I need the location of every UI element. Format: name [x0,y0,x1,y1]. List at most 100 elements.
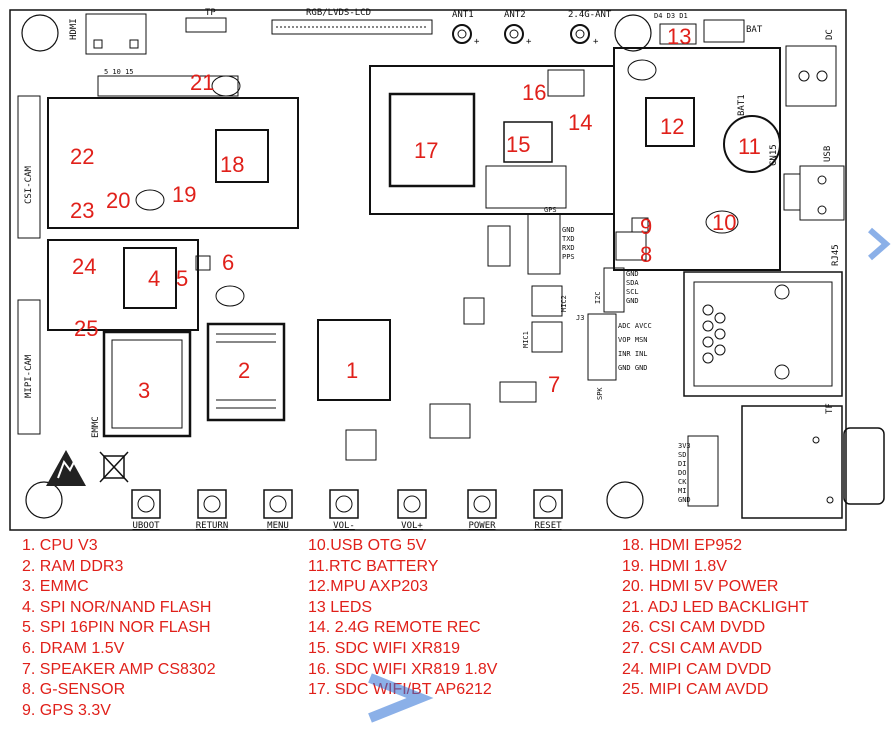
legend-item: 13 LEDS [308,598,373,616]
inductor [135,189,165,211]
legend-item: 4. SPI NOR/NAND FLASH [22,598,212,616]
svg-text:CK: CK [678,478,687,486]
button-label: POWER [468,521,496,531]
legend-item: 8. G-SENSOR [22,681,126,699]
board-button-vol-: VOL- [329,489,359,531]
inductor [211,75,241,97]
marker-21: 21 [190,70,214,95]
cpu-v3-chip [317,319,391,401]
mipi-cam-label: MIPI-CAM [24,354,34,398]
axp203-chip [645,97,695,147]
lcd-label: RGB/LVDS-LCD [306,8,371,18]
marker-9: 9 [640,214,652,239]
marker-13: 13 [667,24,691,49]
svg-text:PPS: PPS [562,253,575,261]
bat-connector [703,19,745,43]
audio-header [587,313,617,381]
tp-connector [185,17,227,33]
legend-item: 9. GPS 3.3V [22,701,111,719]
bat1-label: BAT1 [737,94,747,116]
svg-text:+: + [593,37,599,47]
legend-item: 7. SPEAKER AMP CS8302 [22,660,216,678]
inductor [627,59,657,81]
button-label: UBOOT [132,521,160,531]
esd-warning-icon [46,450,86,486]
marker-17: 17 [414,138,438,163]
hdmi-connector: HDMI [69,13,147,55]
board-button-menu: MENU [263,489,293,531]
tp-label: TP [205,8,216,18]
inductor [215,285,245,307]
svg-text:RXD: RXD [562,244,575,252]
tf-label: TF [825,403,835,414]
mounting-hole [614,14,652,52]
board-button-uboot: UBOOT [131,489,161,531]
tf-card-slot: TF [687,403,885,519]
dc-label: DC [825,29,835,40]
button-label: RESET [534,521,562,531]
legend-item: 21. ADJ LED BACKLIGHT [622,598,809,616]
marker-24: 24 [72,254,96,279]
i2c-header [603,267,625,313]
mounting-hole [21,14,59,52]
legend-item: 27. CSI CAM AVDD [622,639,763,657]
wifi-module-pads [485,165,567,209]
button-label: MENU [267,521,289,531]
svg-text:DI: DI [678,460,686,468]
marker-5: 5 [176,266,188,291]
mounting-hole [606,481,644,519]
watermark-chevron-icon [868,227,891,261]
marker-10: 10 [712,210,736,235]
rj45-connector: RJ45 [683,244,843,397]
inductor [705,210,739,234]
mipi-cam-connector [17,299,41,435]
marker-18: 18 [220,152,244,177]
legend-item: 14. 2.4G REMOTE REC [308,619,481,637]
bat-label: BAT [746,25,763,35]
svg-text:GND: GND [562,226,575,234]
button-label: VOL- [333,521,355,531]
legend-item: 15. SDC WIFI XR819 [308,639,461,657]
csi-cam-label: CSI-CAM [24,165,34,204]
marker-6: 6 [222,250,234,275]
weee-bin-icon [99,451,129,483]
svg-text:+: + [526,37,532,47]
ant24-label: 2.4G-ANT [568,10,612,20]
marker-2: 2 [238,358,250,383]
svg-text:MI: MI [678,487,686,495]
ap6212-chip [388,92,476,188]
svg-text:TXD: TXD [562,235,575,243]
button-label: RETURN [196,521,229,531]
csi-cam-connector [17,95,41,239]
i2c-label: I2C [594,291,602,304]
marker-23: 23 [70,198,94,223]
svg-text:VOP MSN: VOP MSN [618,336,648,344]
legend-item: 19. HDMI 1.8V [622,557,727,575]
pin-header [97,75,239,97]
ant2-label: ANT2 [504,10,526,20]
emmc-label: EMMC [91,416,101,438]
emmc-chip [102,330,192,438]
svg-text:GND: GND [626,270,639,278]
board-button-return: RETURN [196,489,229,531]
rj45-label: RJ45 [831,244,841,266]
legend-item: 24. MIPI CAM DVDD [622,660,772,678]
legend-item: 16. SDC WIFI XR819 1.8V [308,660,498,678]
board-button-vol-: VOL+ [397,489,427,531]
legend-item: 26. CSI CAM DVDD [622,619,766,637]
marker-19: 19 [172,182,196,207]
marker-16: 16 [522,80,546,105]
marker-12: 12 [660,114,684,139]
mic1-pad [531,321,563,353]
antenna-connectors: + + + ANT1 ANT2 2.4G-ANT [452,10,612,47]
usb-label: USB [823,146,833,162]
marker-15: 15 [506,132,530,157]
svg-text:+: + [474,37,480,47]
mic2-label: MIC2 [560,295,568,312]
ant1-label: ANT1 [452,10,474,20]
legend-item: 10.USB OTG 5V [308,537,427,554]
legend-item: 25. MIPI CAM AVDD [622,681,769,699]
